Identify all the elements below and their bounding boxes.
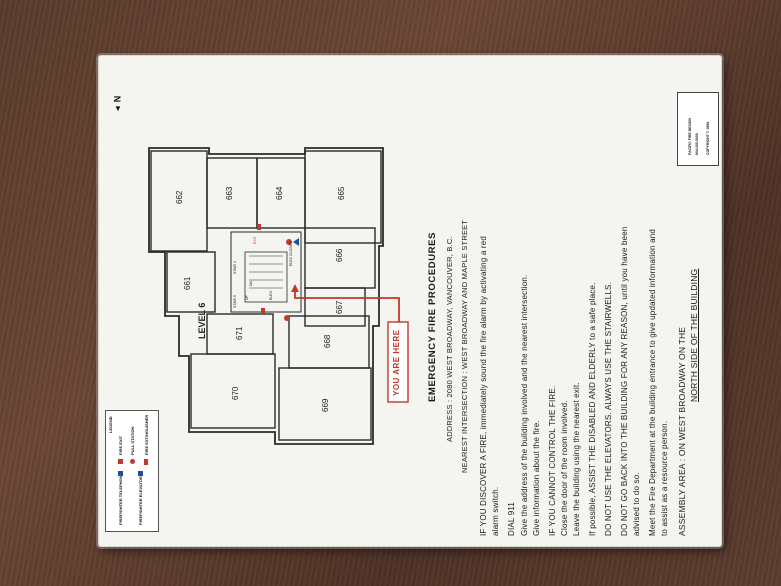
legend-item: FIRE EXIT bbox=[118, 435, 123, 455]
room-label: 668 bbox=[323, 334, 332, 348]
meet-line-1: Meet the Fire Department at the building… bbox=[648, 228, 657, 536]
room-label: 671 bbox=[235, 326, 244, 340]
room-label: 667 bbox=[335, 300, 344, 314]
core-label: EXIT bbox=[253, 236, 257, 244]
core-label: STAIR 4 bbox=[233, 261, 237, 274]
north-arrow-icon: ▼ bbox=[114, 104, 122, 113]
close: Close the door of the room involved. bbox=[560, 400, 569, 536]
room-669-outline bbox=[278, 367, 372, 441]
leave: Leave the building using the nearest exi… bbox=[572, 382, 581, 536]
discover-line-1: IF YOU DISCOVER A FIRE, immediately soun… bbox=[479, 235, 488, 536]
elevator-icon bbox=[138, 471, 143, 476]
you-are-here-box bbox=[387, 321, 409, 403]
you-are-here-label: YOU ARE HERE bbox=[392, 329, 401, 396]
legend-item: PULL STATION bbox=[130, 426, 135, 455]
fire-procedure-sign: N ▼ PACIFIC FIRE DESIGN 604-000-0000 COP… bbox=[98, 55, 722, 547]
legend-title: LEGEND bbox=[108, 416, 113, 433]
legend: LEGEND FIRE EXIT PULL STATION FIRE EXTIN… bbox=[105, 410, 159, 532]
fire-extinguisher-icon bbox=[144, 459, 148, 465]
dial: DIAL 911 bbox=[507, 501, 516, 536]
legend-item: FIREFIGHTER ELEVATOR bbox=[138, 476, 143, 525]
exit-icon bbox=[118, 459, 123, 464]
core-label: UP bbox=[245, 295, 249, 300]
assist: If possible, ASSIST THE DISABLED AND ELD… bbox=[588, 282, 597, 536]
intersection: NEAREST INTERSECTION : WEST BROADWAY AND… bbox=[460, 219, 469, 473]
discover-line-2: alarm switch. bbox=[491, 486, 500, 536]
north-indicator: N ▼ bbox=[112, 94, 122, 113]
floor-plan bbox=[148, 147, 409, 445]
meet-line-2: to assist as a resource person. bbox=[660, 420, 669, 536]
room-670-outline bbox=[190, 353, 276, 429]
give-line-2: Give information about the fire. bbox=[532, 420, 541, 536]
pull-station-icon bbox=[130, 459, 135, 464]
room-label: 662 bbox=[175, 190, 184, 204]
room-label: 666 bbox=[335, 248, 344, 262]
goback-line-2: advised to do so. bbox=[632, 472, 641, 536]
room-label: 664 bbox=[275, 186, 284, 200]
manufacturer-badge: PACIFIC FIRE DESIGN 604-000-0000 COPYRIG… bbox=[677, 92, 719, 166]
room-665-outline bbox=[304, 150, 382, 244]
telephone-icon bbox=[118, 471, 123, 476]
assembly-line-2: NORTH SIDE OF THE BUILDING bbox=[689, 268, 699, 402]
goback-line-1: DO NOT GO BACK INTO THE BUILDING FOR ANY… bbox=[620, 226, 629, 536]
room-label: 665 bbox=[337, 186, 346, 200]
cannot: IF YOU CANNOT CONTROL THE FIRE. bbox=[548, 385, 557, 536]
core-label: ELEV. bbox=[269, 290, 273, 300]
elevators: DO NOT USE THE ELEVATORS. ALWAYS USE THE… bbox=[604, 281, 613, 536]
procedures-title: EMERGENCY FIRE PROCEDURES bbox=[427, 231, 438, 402]
assembly-line-1: ASSEMBLY AREA : ON WEST BROADWAY ON THE bbox=[677, 326, 687, 536]
exit-icons bbox=[257, 224, 299, 321]
room-661-outline bbox=[166, 251, 216, 313]
room-label: 669 bbox=[321, 398, 330, 412]
room-label: 661 bbox=[183, 276, 192, 290]
core-label: STAIR 5 bbox=[233, 295, 237, 308]
core-label: ELEC CLOSET bbox=[289, 241, 293, 266]
room-label: 670 bbox=[231, 386, 240, 400]
room-667-outline bbox=[304, 287, 366, 327]
legend-item: FIRE EXTINGUISHER bbox=[144, 414, 149, 455]
you-are-here-arrow-icon bbox=[291, 284, 299, 292]
you-are-here-path bbox=[294, 288, 400, 322]
legend-item: FIREFIGHTER TELEPHONE bbox=[118, 472, 123, 525]
room-label: 663 bbox=[225, 186, 234, 200]
give-line-1: Give the address of the building involve… bbox=[520, 274, 529, 536]
address: ADDRESS : 2080 WEST BROADWAY, VANCOUVER,… bbox=[445, 236, 454, 442]
core-label: DN bbox=[249, 280, 253, 286]
